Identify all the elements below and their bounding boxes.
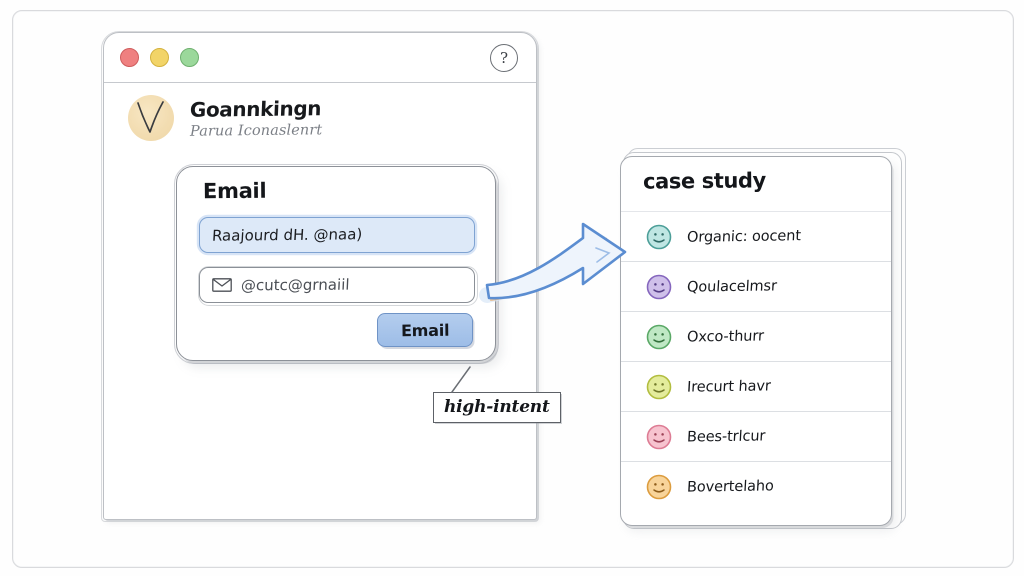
email-input-secondary-value: @cutc@grnaiil: [240, 275, 350, 295]
smiley-icon: [646, 474, 672, 499]
list-item[interactable]: Qoulacelmsr: [621, 261, 891, 311]
list-item[interactable]: Bovertelaho: [621, 461, 891, 511]
email-form-card: Email Raajourd dH. @naa) @cutc@grnaiil E…: [173, 164, 499, 364]
brand-subtitle: Parua Iconaslenrt: [189, 122, 323, 140]
email-input-secondary[interactable]: @cutc@grnaiil: [197, 266, 478, 306]
window-titlebar: ?: [104, 33, 536, 83]
envelope-icon: [212, 278, 232, 292]
list-item-label: Bovertelaho: [686, 477, 775, 496]
brand-title: Goannkingn: [189, 96, 322, 122]
brand-avatar: [128, 95, 174, 141]
minimize-window-button[interactable]: [150, 48, 169, 67]
email-input-value: Raajourd dH. @naa): [211, 225, 363, 245]
list-item[interactable]: Irecurt havr: [621, 361, 891, 411]
close-window-button[interactable]: [120, 48, 139, 67]
case-study-title: case study: [642, 168, 767, 194]
email-submit-button-label: Email: [400, 320, 450, 340]
high-intent-callout: high-intent: [433, 392, 561, 423]
list-item-label: Oxco-thurr: [686, 327, 765, 346]
list-item-label: Qoulacelmsr: [686, 277, 778, 296]
smiley-icon: [646, 274, 672, 299]
profile-header: Goannkingn Parua Iconaslenrt: [128, 95, 322, 141]
maximize-window-button[interactable]: [180, 48, 199, 67]
high-intent-callout-label: high-intent: [444, 397, 550, 417]
help-icon-glyph: ?: [499, 48, 509, 67]
app-window: ? Goannkingn Parua Iconaslenrt Email Raa…: [101, 30, 539, 522]
profile-text-block: Goannkingn Parua Iconaslenrt: [189, 96, 323, 140]
case-study-list: Organic: oocent Qoulacelmsr Ox: [621, 211, 891, 511]
smiley-icon: [646, 374, 672, 399]
list-item[interactable]: Bees-trlcur: [621, 411, 891, 461]
list-item-label: Organic: oocent: [686, 227, 802, 246]
form-heading: Email: [202, 178, 267, 204]
list-item-label: Bees-trlcur: [686, 427, 766, 446]
smiley-icon: [646, 424, 672, 449]
email-input-focused[interactable]: Raajourd dH. @naa): [199, 217, 475, 253]
help-icon[interactable]: ?: [490, 43, 518, 72]
smiley-icon: [646, 324, 672, 349]
list-item-label: Irecurt havr: [686, 377, 772, 396]
check-v-glyph-icon: [137, 101, 164, 133]
traffic-light-group: [120, 48, 199, 67]
list-item[interactable]: Oxco-thurr: [621, 311, 891, 361]
list-item[interactable]: Organic: oocent: [621, 211, 891, 261]
email-submit-button[interactable]: Email: [377, 313, 473, 347]
smiley-icon: [646, 224, 672, 249]
case-study-panel: case study Organic: oocent Qoul: [620, 156, 892, 526]
